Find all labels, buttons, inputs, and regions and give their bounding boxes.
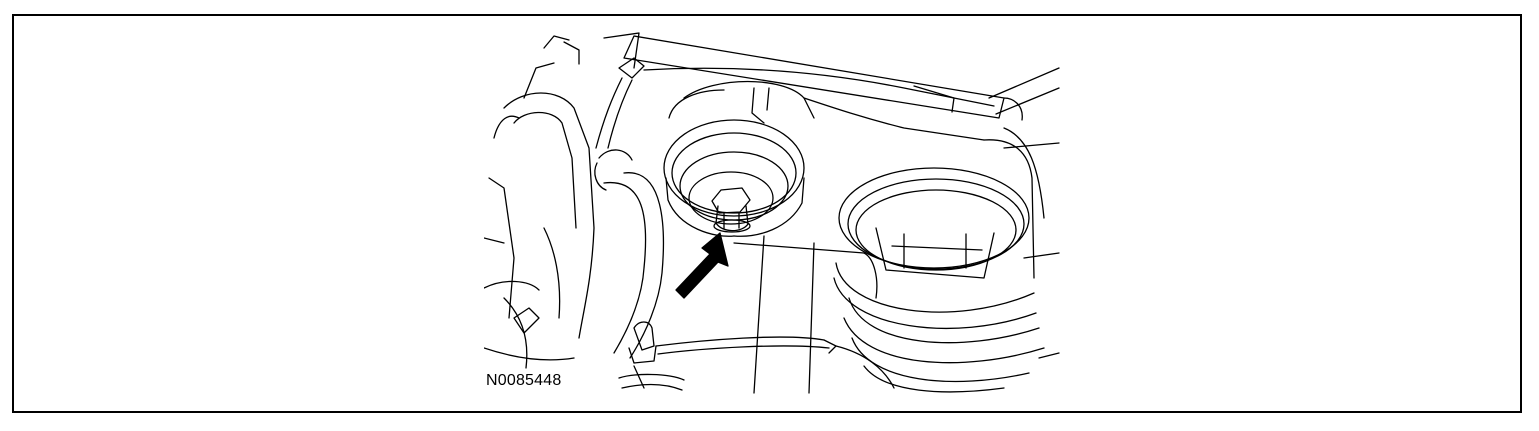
shock-body xyxy=(733,235,878,394)
wire-harness xyxy=(618,321,895,391)
frame-rail xyxy=(543,32,1060,121)
mount-shell xyxy=(668,80,1035,279)
coil-spring xyxy=(833,167,1045,393)
strut-top-mount xyxy=(663,119,805,237)
body-panel xyxy=(1003,127,1060,359)
brake-hose xyxy=(594,57,665,359)
knuckle-bracket xyxy=(484,62,595,369)
suspension-illustration xyxy=(484,32,1060,394)
figure-code-label: N0085448 xyxy=(486,372,565,390)
arrow-indicator-icon xyxy=(675,232,729,299)
mount-bolt xyxy=(711,187,751,233)
